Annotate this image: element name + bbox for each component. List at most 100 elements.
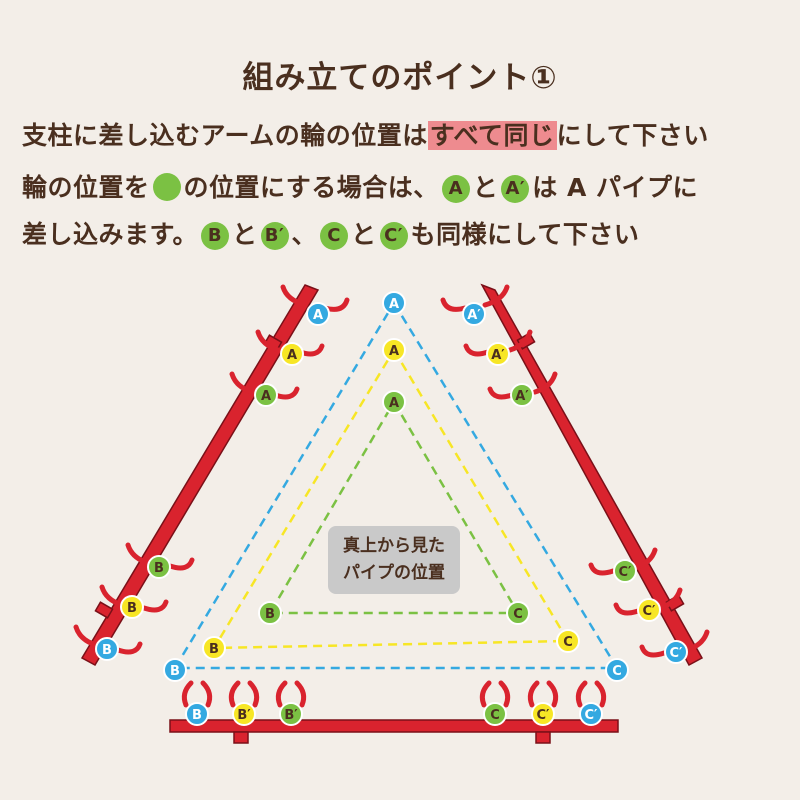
badge-circle bbox=[95, 637, 119, 661]
pipe-badge-a: A bbox=[382, 338, 406, 362]
badge-letter: C bbox=[513, 607, 523, 622]
badge-circle bbox=[163, 658, 187, 682]
badge-letter: A bbox=[389, 344, 399, 359]
badge-circle bbox=[306, 302, 330, 326]
badge-circle bbox=[486, 342, 510, 366]
text: 輪の位置を bbox=[22, 173, 150, 202]
hook bbox=[181, 680, 213, 708]
hook bbox=[487, 371, 558, 400]
badge-letter: C′ bbox=[619, 565, 633, 580]
bottom-bracket-left bbox=[233, 731, 249, 744]
hook bbox=[440, 284, 510, 312]
badge-letter: B bbox=[264, 225, 280, 246]
badge-circle bbox=[664, 640, 688, 664]
badge-letter: C bbox=[384, 225, 398, 246]
badge-circle bbox=[510, 383, 534, 407]
pipe-badge-c: C bbox=[556, 629, 580, 653]
badge-b: B bbox=[201, 222, 230, 250]
hook bbox=[125, 542, 195, 571]
hook bbox=[275, 680, 307, 708]
pipe-badge-c-prime: C′ bbox=[579, 702, 603, 726]
hook bbox=[228, 680, 260, 708]
pipe-badge-a: A bbox=[306, 302, 330, 326]
pipe-badge-b: B bbox=[147, 555, 171, 579]
left-frame-bar bbox=[80, 284, 320, 667]
badge-c-prime: C′ bbox=[379, 222, 408, 250]
badge-letter: C bbox=[612, 664, 622, 679]
pipe-badge-b: B bbox=[163, 658, 187, 682]
badge-circle bbox=[254, 383, 278, 407]
badge-c: C bbox=[320, 222, 349, 250]
badge-letter: B bbox=[192, 708, 202, 723]
badge-letter: C′ bbox=[643, 604, 657, 619]
badge-circle bbox=[382, 338, 406, 362]
badge-letter: C bbox=[490, 708, 500, 723]
highlighted-text: すべて同じ bbox=[427, 121, 557, 150]
badge-letter: A bbox=[287, 348, 297, 363]
pipe-badge-b: B bbox=[95, 637, 119, 661]
text: も同様にして下さい bbox=[410, 220, 640, 249]
badge-circle bbox=[531, 702, 555, 726]
badge-circle bbox=[605, 658, 629, 682]
badge-letter: B bbox=[209, 642, 219, 657]
badge-circle bbox=[613, 559, 637, 583]
badge-a-prime: A′ bbox=[501, 175, 530, 203]
instruction-line-1: 支柱に差し込むアームの輪の位置はすべて同じにして下さい bbox=[22, 116, 709, 152]
badge-letter: B bbox=[170, 664, 180, 679]
badge-circle bbox=[579, 702, 603, 726]
badge-circle bbox=[382, 291, 406, 315]
badge-letter: A bbox=[313, 308, 323, 323]
text: の位置にする場合は、 bbox=[183, 173, 439, 202]
pipe-badge-c-prime: C′ bbox=[613, 559, 637, 583]
badge-circle bbox=[279, 702, 303, 726]
pipe-badge-b-prime: B′ bbox=[232, 702, 256, 726]
hook bbox=[73, 624, 143, 655]
hook bbox=[479, 680, 511, 708]
pipe-badge-b: B bbox=[185, 702, 209, 726]
badge-letter: B bbox=[102, 643, 112, 658]
pipe-badge-b: B bbox=[120, 595, 144, 619]
text: は A パイプに bbox=[532, 173, 699, 202]
page-title: 組み立てのポイント① bbox=[242, 60, 558, 96]
badge-a: A bbox=[441, 175, 470, 203]
hook bbox=[575, 680, 607, 708]
badge-circle bbox=[185, 702, 209, 726]
pipe-badge-c: C bbox=[605, 658, 629, 682]
pipe-badge-c-prime: C′ bbox=[531, 702, 555, 726]
yellow-dashed-triangle bbox=[211, 347, 571, 650]
arm-hooks bbox=[73, 284, 710, 708]
pipe-badge-b: B bbox=[202, 636, 226, 660]
badge-circle bbox=[202, 636, 226, 660]
text: 支柱に差し込むアームの輪の位置は bbox=[22, 121, 428, 150]
badge-letter: A′ bbox=[491, 348, 505, 363]
pipe-badge-a: A bbox=[382, 291, 406, 315]
red-frame bbox=[80, 283, 704, 744]
badge-circle bbox=[147, 555, 171, 579]
badge-circle bbox=[120, 595, 144, 619]
hook bbox=[99, 584, 169, 613]
badge-letter: A′ bbox=[515, 389, 529, 404]
pipe-badge-a: A bbox=[382, 390, 406, 414]
pipe-badge-a: A bbox=[254, 383, 278, 407]
badge-letter: C′ bbox=[585, 708, 599, 723]
text: 差し込みます。 bbox=[22, 220, 199, 249]
green-dashed-triangle bbox=[267, 399, 521, 615]
hook bbox=[463, 329, 533, 357]
badge-letter: A′ bbox=[467, 308, 481, 323]
text: にして下さい bbox=[556, 121, 709, 150]
badge-letter: C bbox=[563, 635, 573, 650]
text: と bbox=[232, 220, 258, 249]
badge-letter: B′ bbox=[237, 708, 251, 723]
badge-circle bbox=[232, 702, 256, 726]
badge-letter: C′ bbox=[670, 646, 684, 661]
hook bbox=[527, 680, 559, 708]
text: と bbox=[351, 220, 377, 249]
text: と bbox=[472, 173, 499, 202]
green-dot-icon bbox=[152, 173, 181, 201]
blue-dashed-triangle bbox=[172, 300, 620, 670]
badge-circle bbox=[382, 390, 406, 414]
pipe-badge-c-prime: C′ bbox=[664, 640, 688, 664]
pipe-badge-c: C bbox=[483, 702, 507, 726]
